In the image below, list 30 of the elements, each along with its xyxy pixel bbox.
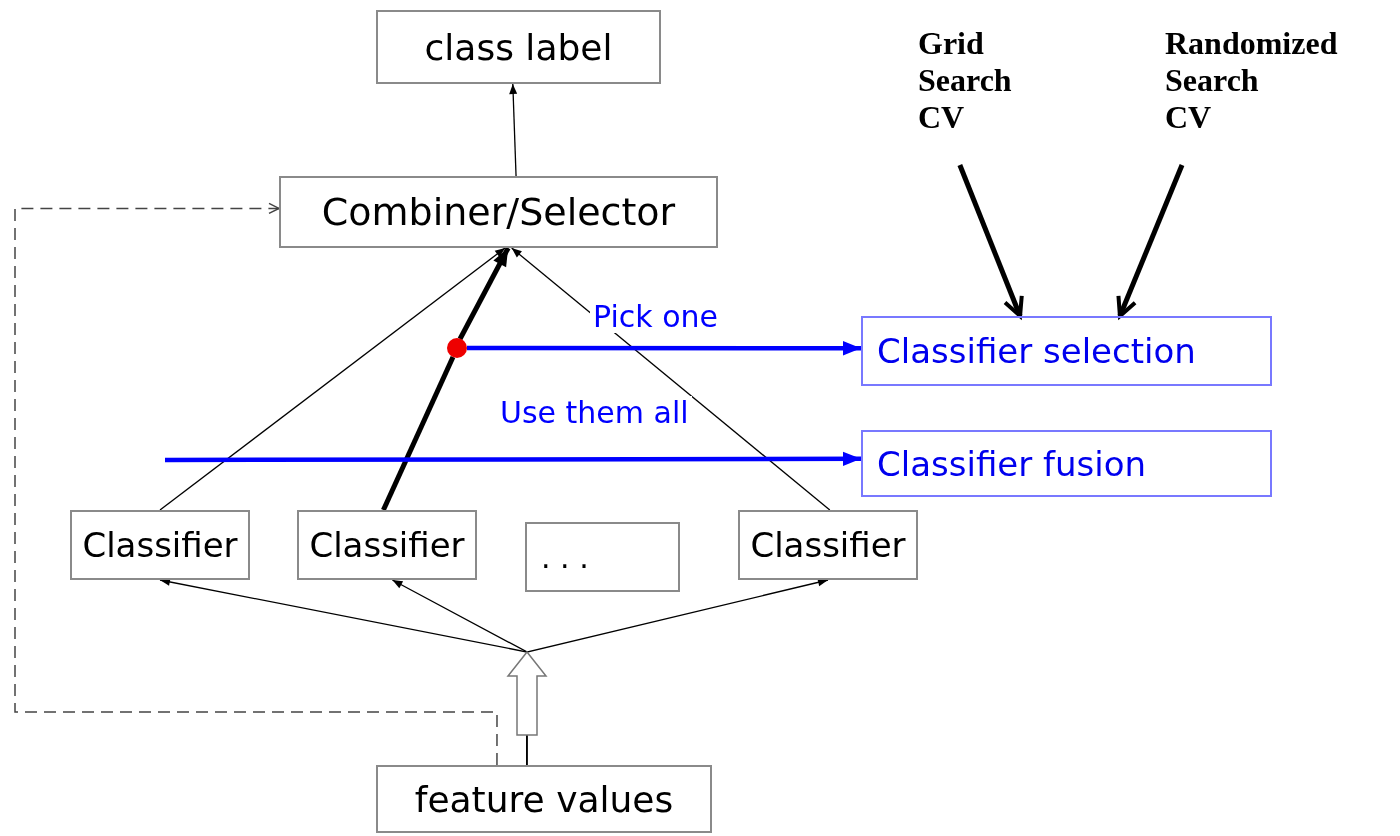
- box-text: Classifier: [750, 525, 906, 565]
- box-text: Combiner/Selector: [321, 190, 676, 234]
- method-label: Grid Search CV: [918, 25, 1012, 136]
- box-text: . . .: [541, 539, 589, 575]
- box-text: feature values: [414, 778, 674, 820]
- arrow: [509, 83, 518, 177]
- process-box: [297, 510, 477, 580]
- process-box: [70, 510, 250, 580]
- arrow: [467, 341, 861, 356]
- method-label: Randomized Search CV: [1165, 25, 1338, 136]
- process-box: [525, 522, 680, 592]
- dashed-arrow: [14, 202, 498, 766]
- result-box: [861, 430, 1272, 497]
- box-text: Classifier: [309, 525, 465, 565]
- result-box: [861, 316, 1272, 386]
- box-text: Classifier: [82, 525, 238, 565]
- arrow: [1116, 164, 1185, 318]
- arrow: [159, 247, 506, 511]
- process-box: [376, 765, 712, 833]
- box-text: Classifier fusion: [877, 443, 1147, 484]
- arrow: [457, 246, 511, 341]
- process-box: [279, 176, 718, 248]
- arrow: [165, 451, 861, 467]
- box-text: Classifier selection: [877, 331, 1196, 371]
- junction-dot: [447, 338, 467, 358]
- box-text: class label: [424, 26, 613, 68]
- process-box: [738, 510, 918, 580]
- arrow: [957, 164, 1024, 318]
- arrow: [511, 247, 831, 511]
- process-box: [376, 10, 661, 84]
